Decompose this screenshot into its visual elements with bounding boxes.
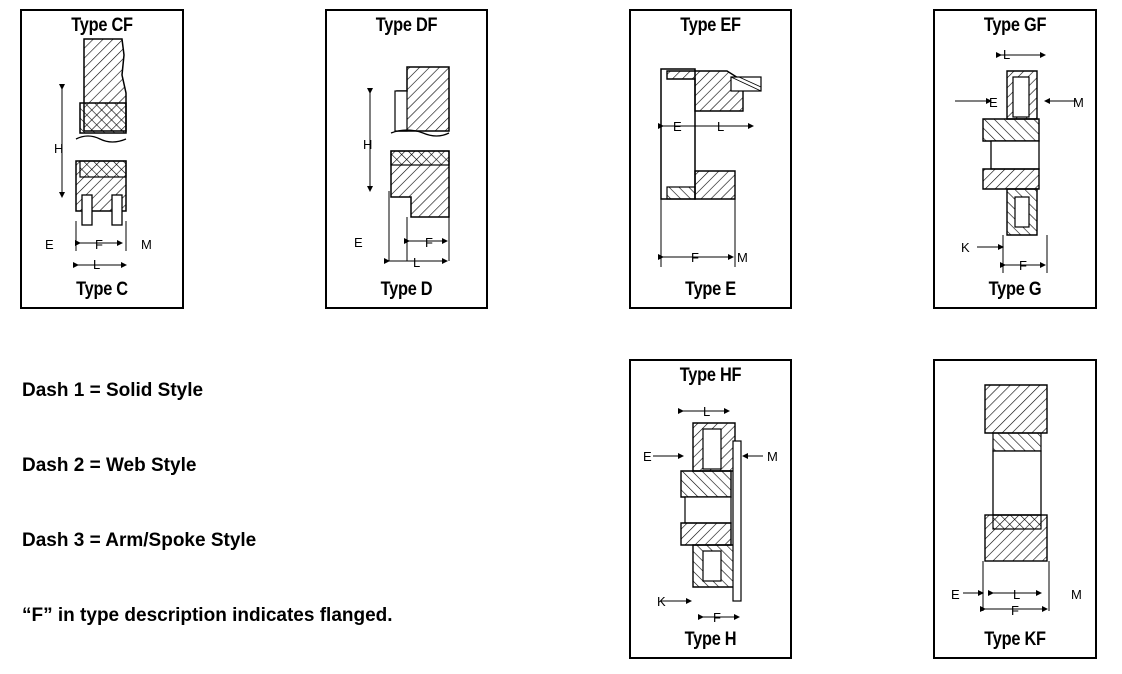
panel-bottom-label: Type KF bbox=[984, 629, 1046, 650]
dim-F: F bbox=[713, 610, 721, 625]
panel-type-kf: E L M F Type KF bbox=[933, 359, 1097, 659]
panel-top-label: Type EF bbox=[680, 15, 741, 36]
dim-L: L bbox=[1003, 47, 1010, 62]
dim-E: E bbox=[354, 235, 363, 250]
note-flanged: “F” in type description indicates flange… bbox=[22, 605, 393, 626]
panel-bottom-label: Type G bbox=[988, 279, 1042, 300]
dim-L: L bbox=[93, 257, 100, 272]
panel-bottom-label: Type H bbox=[684, 629, 737, 650]
panel-top-label: Type GF bbox=[983, 15, 1047, 36]
dim-K: K bbox=[657, 594, 666, 609]
dim-F: F bbox=[691, 250, 699, 265]
dim-K: K bbox=[961, 240, 970, 255]
type-e-drawing: E L F M bbox=[658, 68, 762, 267]
panel-type-h: Type HF L E M K F Type H bbox=[629, 359, 792, 659]
dim-L: L bbox=[703, 404, 710, 419]
dim-F: F bbox=[1011, 603, 1019, 618]
dim-E: E bbox=[45, 237, 54, 252]
panel-top-label: Type CF bbox=[71, 15, 133, 36]
panel-bottom-label: Type C bbox=[76, 279, 128, 300]
dim-E: E bbox=[673, 119, 682, 134]
dim-E: E bbox=[643, 449, 652, 464]
dim-H: H bbox=[54, 141, 63, 156]
type-h-drawing: L E M K F bbox=[643, 404, 778, 625]
type-c-drawing: H E F M L bbox=[45, 38, 152, 272]
dim-F: F bbox=[1019, 258, 1027, 273]
dim-H: H bbox=[363, 137, 372, 152]
panel-type-d: Type DF H E F L Type D bbox=[325, 9, 488, 309]
type-d-drawing: H E F L bbox=[354, 66, 450, 270]
note-dash3: Dash 3 = Arm/Spoke Style bbox=[22, 530, 257, 551]
dim-M: M bbox=[737, 250, 748, 265]
dim-L: L bbox=[1013, 587, 1020, 602]
dim-E: E bbox=[989, 95, 998, 110]
dim-E: E bbox=[951, 587, 960, 602]
panel-top-label: Type HF bbox=[679, 365, 742, 386]
dim-F: F bbox=[425, 235, 433, 250]
panel-type-g: Type GF L E M K F Type G bbox=[933, 9, 1097, 309]
panel-type-e: Type EF E L F M Type E bbox=[629, 9, 792, 309]
note-dash2: Dash 2 = Web Style bbox=[22, 455, 197, 476]
panel-top-label: Type DF bbox=[375, 15, 438, 36]
type-g-drawing: L E M K F bbox=[955, 47, 1084, 273]
dim-M: M bbox=[141, 237, 152, 252]
note-dash1: Dash 1 = Solid Style bbox=[22, 380, 204, 401]
dim-F: F bbox=[95, 237, 103, 252]
panel-type-c: Type CF H E F M L Type C bbox=[20, 9, 184, 309]
panel-bottom-label: Type E bbox=[685, 279, 736, 300]
dim-L: L bbox=[717, 119, 724, 134]
panel-bottom-label: Type D bbox=[380, 279, 433, 300]
dim-M: M bbox=[1073, 95, 1084, 110]
dim-M: M bbox=[1071, 587, 1082, 602]
type-kf-drawing: E L M F bbox=[951, 384, 1082, 618]
dim-L: L bbox=[413, 255, 420, 270]
dim-M: M bbox=[767, 449, 778, 464]
